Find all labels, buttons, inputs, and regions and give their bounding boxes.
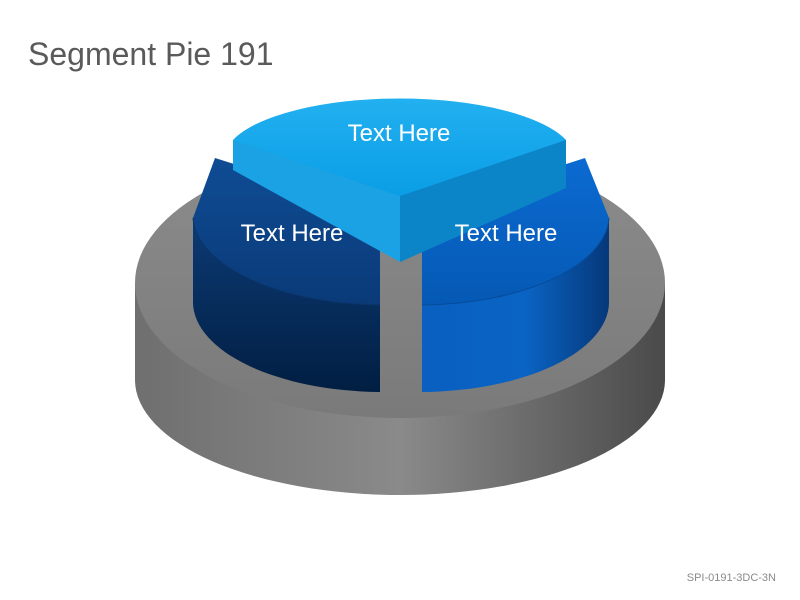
- segment-left[interactable]: [192, 158, 381, 392]
- segment-top[interactable]: [233, 98, 566, 262]
- footer-code: SPI-0191-3DC-3N: [686, 572, 776, 584]
- segment-right-label: Text Here: [455, 220, 558, 247]
- page-title: Segment Pie 191: [28, 36, 274, 72]
- segment-left-label: Text Here: [241, 220, 344, 247]
- segment-top-label: Text Here: [348, 120, 451, 147]
- segment-right[interactable]: [421, 158, 610, 392]
